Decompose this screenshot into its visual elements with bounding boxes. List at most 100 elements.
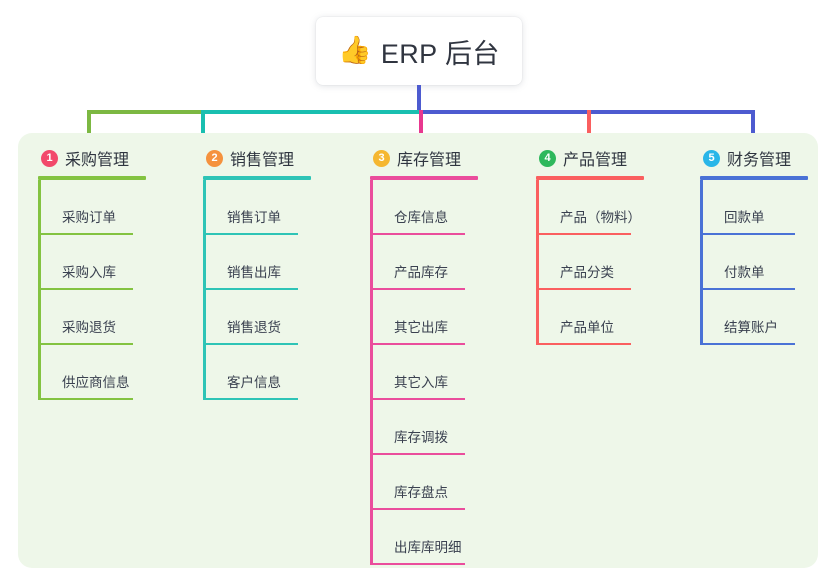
page-title: ERP 后台	[380, 38, 500, 69]
branch-item-rule	[370, 343, 465, 345]
branch-item[interactable]: 仓库信息	[370, 180, 478, 235]
branch-item-label: 销售出库	[227, 265, 281, 280]
branch-item-rule	[38, 343, 133, 345]
branch-item-label: 仓库信息	[394, 210, 448, 225]
branch-item-label: 采购入库	[62, 265, 116, 280]
branch-item[interactable]: 采购订单	[38, 180, 146, 235]
branch-header-product[interactable]: 4 产品管理	[536, 146, 644, 170]
branch-title: 产品管理	[563, 152, 628, 169]
branch-item[interactable]: 供应商信息	[38, 345, 146, 400]
branch-items-product: 产品（物料） 产品分类产品单位	[536, 180, 644, 345]
drop-inventory	[419, 110, 423, 146]
branch-item-label: 库存调拨	[394, 430, 448, 445]
branch-item-label: 采购订单	[62, 210, 116, 225]
branch-item[interactable]: 产品分类	[536, 235, 644, 290]
branch-item-label: 库存盘点	[394, 485, 448, 500]
branch-item[interactable]: 库存调拨	[370, 400, 478, 455]
branch-spine	[203, 180, 206, 400]
branch-item[interactable]: 产品（物料）	[536, 180, 644, 235]
branch-underline	[38, 176, 146, 180]
trunk-connector	[417, 85, 421, 113]
branch-item-rule	[38, 233, 133, 235]
branch-title: 销售管理	[230, 152, 295, 169]
branch-number-badge: 3	[373, 149, 390, 167]
branch-spine	[700, 180, 703, 345]
branch-item[interactable]: 采购退货	[38, 290, 146, 345]
branch-item-rule	[38, 398, 133, 400]
branch-item-rule	[370, 233, 465, 235]
branch-column-product: 4 产品管理产品（物料） 产品分类产品单位	[536, 146, 644, 345]
branch-item-label: 其它入库	[394, 375, 448, 390]
branch-item[interactable]: 产品单位	[536, 290, 644, 345]
branch-column-inventory: 3 库存管理仓库信息产品库存其它出库其它入库库存调拨库存盘点出库库明细	[370, 146, 478, 565]
branch-item-rule	[203, 233, 298, 235]
branch-item[interactable]: 采购入库	[38, 235, 146, 290]
branch-item[interactable]: 其它出库	[370, 290, 478, 345]
branch-item[interactable]: 结算账户	[700, 290, 808, 345]
branch-item-rule	[536, 288, 631, 290]
branch-item-rule	[536, 343, 631, 345]
branch-item[interactable]: 销售出库	[203, 235, 311, 290]
branch-underline	[203, 176, 311, 180]
branch-spine	[38, 180, 41, 400]
branch-item[interactable]: 出库库明细	[370, 510, 478, 565]
branch-item-rule	[370, 288, 465, 290]
branch-item-label: 回款单	[724, 210, 765, 225]
branch-item-label: 销售退货	[227, 320, 281, 335]
branch-header-finance[interactable]: 5 财务管理	[700, 146, 808, 170]
branch-items-inventory: 仓库信息产品库存其它出库其它入库库存调拨库存盘点出库库明细	[370, 180, 478, 565]
branch-underline	[370, 176, 478, 180]
branch-number-badge: 1	[41, 149, 58, 167]
root-node-card[interactable]: 👍 ERP 后台	[316, 17, 522, 85]
branch-item-label: 其它出库	[394, 320, 448, 335]
branch-number-badge: 4	[539, 149, 556, 167]
branch-item-rule	[203, 398, 298, 400]
branch-item[interactable]: 其它入库	[370, 345, 478, 400]
branch-item-rule	[536, 233, 631, 235]
branch-item[interactable]: 库存盘点	[370, 455, 478, 510]
branch-item-label: 产品（物料）	[560, 210, 641, 225]
branch-title: 财务管理	[727, 152, 792, 169]
branch-items-finance: 回款单付款单结算账户	[700, 180, 808, 345]
branch-item-label: 产品分类	[560, 265, 614, 280]
branches-panel	[18, 133, 818, 568]
branch-items-sales: 销售订单销售出库销售退货客户信息	[203, 180, 311, 400]
branch-underline	[536, 176, 644, 180]
branch-item[interactable]: 回款单	[700, 180, 808, 235]
branch-item-rule	[700, 233, 795, 235]
branch-item-rule	[370, 508, 465, 510]
branch-item[interactable]: 销售订单	[203, 180, 311, 235]
branch-item[interactable]: 客户信息	[203, 345, 311, 400]
branch-item-label: 客户信息	[227, 375, 281, 390]
branch-title: 采购管理	[65, 152, 130, 169]
branch-header-inventory[interactable]: 3 库存管理	[370, 146, 478, 170]
branch-item-rule	[700, 288, 795, 290]
branch-spine	[536, 180, 539, 345]
branch-item-rule	[700, 343, 795, 345]
branch-item-rule	[370, 453, 465, 455]
branch-item-label: 产品单位	[560, 320, 614, 335]
branch-item[interactable]: 销售退货	[203, 290, 311, 345]
branch-item-label: 出库库明细	[394, 540, 462, 555]
branch-column-purchase: 1 采购管理采购订单采购入库采购退货供应商信息	[38, 146, 146, 400]
branch-underline	[700, 176, 808, 180]
branch-item-label: 产品库存	[394, 265, 448, 280]
branch-item-rule	[203, 288, 298, 290]
branch-title: 库存管理	[397, 152, 462, 169]
branch-item-label: 付款单	[724, 265, 765, 280]
branch-header-purchase[interactable]: 1 采购管理	[38, 146, 146, 170]
branch-item-rule	[203, 343, 298, 345]
branch-item-label: 结算账户	[724, 320, 778, 335]
branch-item[interactable]: 付款单	[700, 235, 808, 290]
drop-sales	[201, 110, 205, 146]
branch-number-badge: 5	[703, 149, 720, 167]
branch-item[interactable]: 产品库存	[370, 235, 478, 290]
branch-item-label: 销售订单	[227, 210, 281, 225]
bus-segment-green	[87, 110, 201, 114]
branch-item-rule	[370, 398, 465, 400]
drop-product	[587, 110, 591, 146]
branch-item-rule	[38, 288, 133, 290]
